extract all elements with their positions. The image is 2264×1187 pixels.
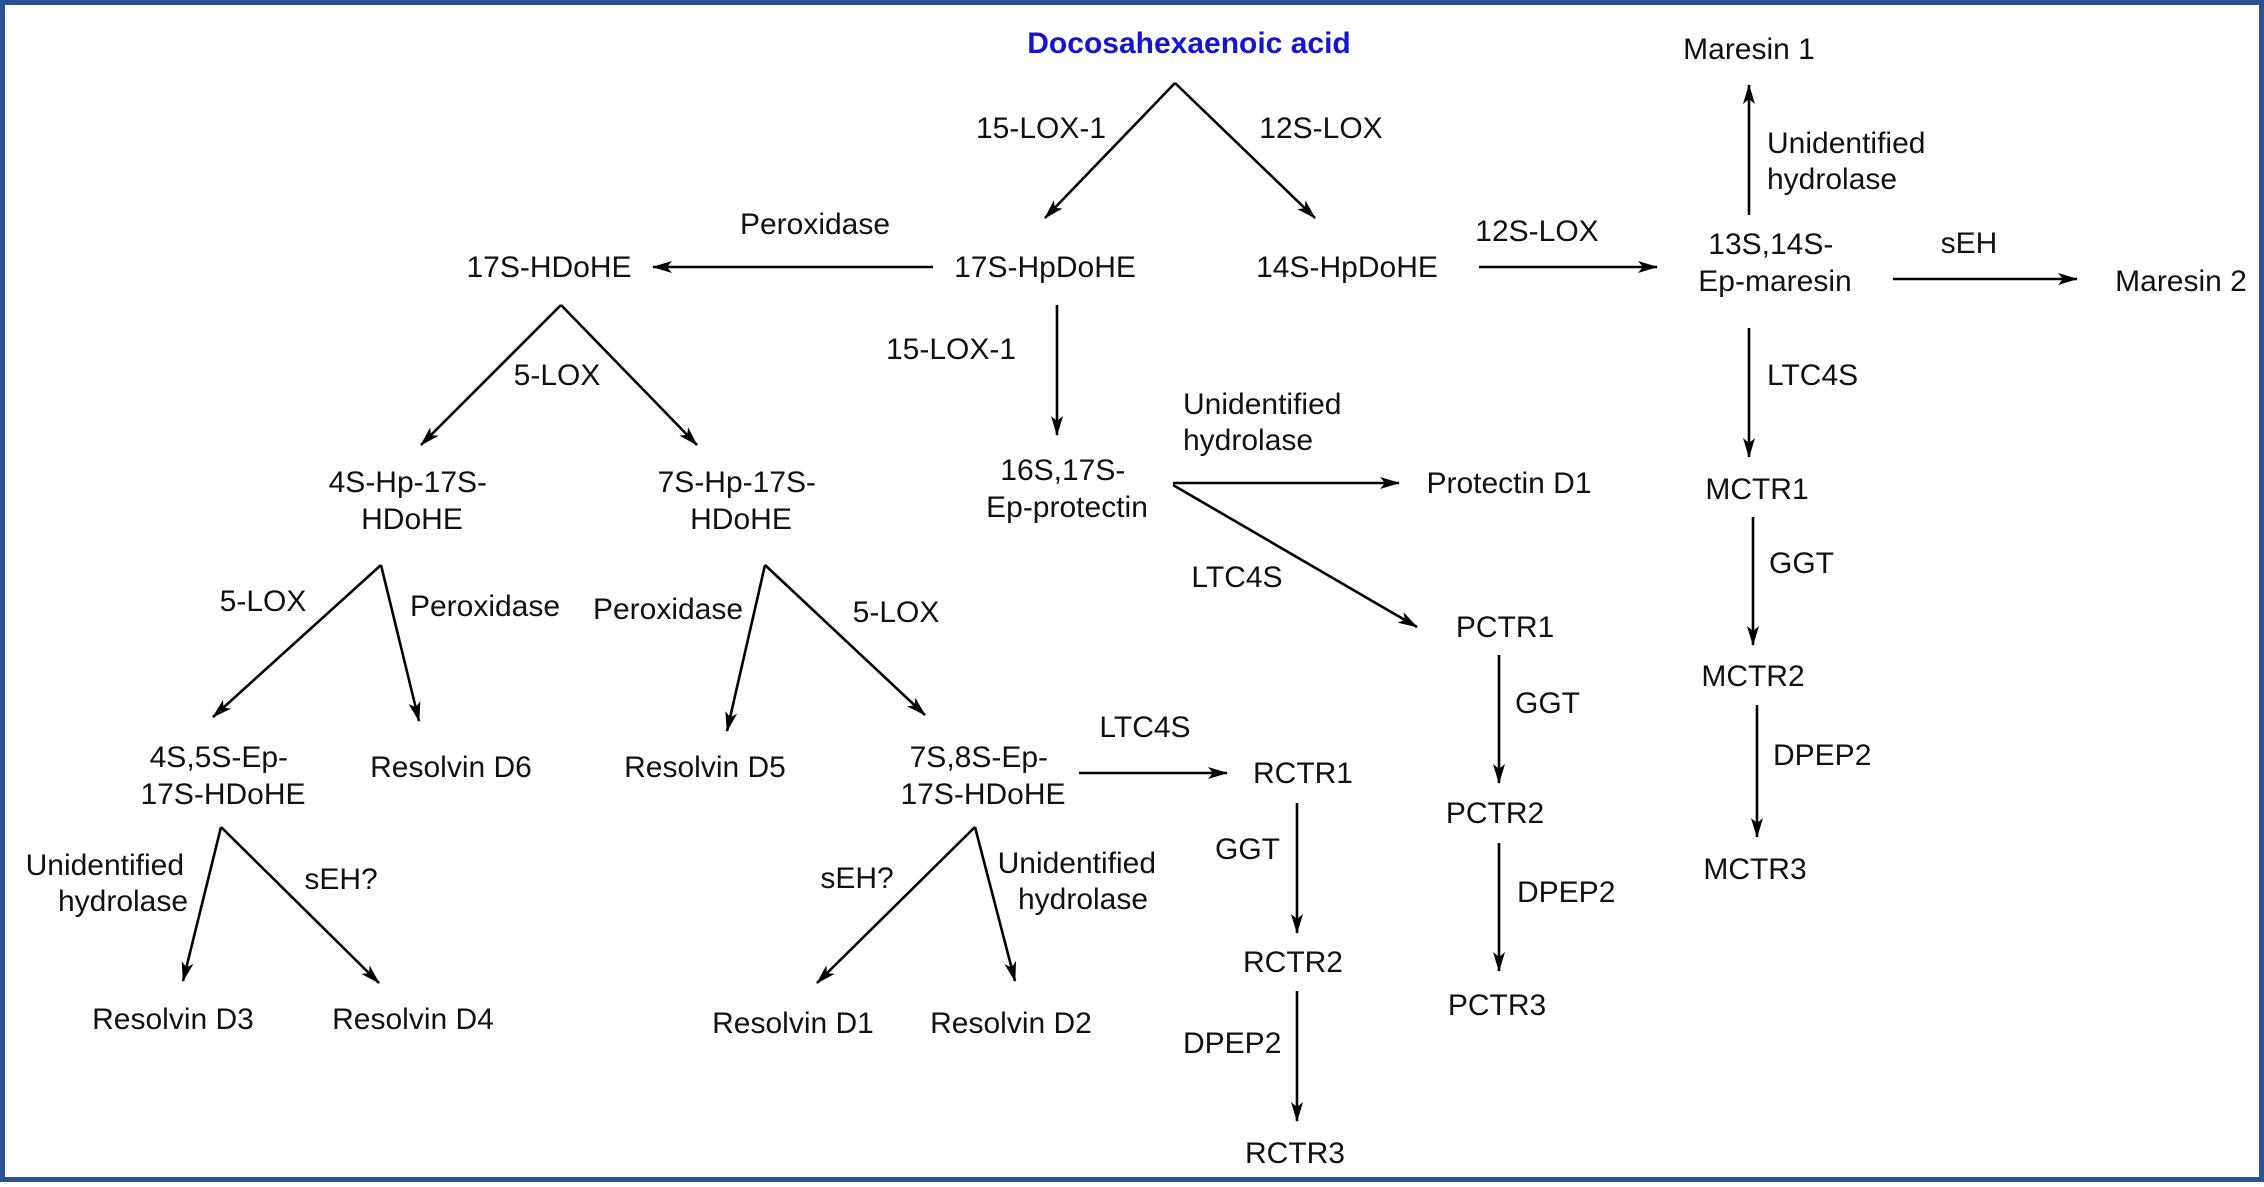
node-pctr2: PCTR2 — [1446, 797, 1544, 830]
node-4s-hp-17s-hdohe: 4S-Hp-17S- HDoHE — [329, 466, 496, 536]
enzyme-label-ggt-pctr: GGT — [1515, 687, 1580, 720]
enzyme-label-unidentified-hydrolase-maresin1: Unidentified hydrolase — [1767, 127, 1934, 196]
node-mctr3: MCTR3 — [1703, 853, 1806, 886]
node-rctr1: RCTR1 — [1253, 757, 1353, 790]
arrow-7s-hp-to-7s8s-ep — [764, 564, 926, 716]
node-rctr2: RCTR2 — [1243, 946, 1343, 979]
arrow-17s-hdohe-to-7s-hp — [560, 304, 698, 446]
enzyme-label-dpep2-rctr: DPEP2 — [1183, 1027, 1281, 1060]
enzyme-label-12s-lox-b: 12S-LOX — [1475, 215, 1598, 248]
arrows — [181, 82, 2078, 1122]
enzyme-label-peroxidase-a: Peroxidase — [740, 208, 890, 241]
enzyme-label-ltc4s-rctr: LTC4S — [1099, 711, 1190, 744]
arrow-4s5s-ep-to-resolvin-d3 — [181, 826, 223, 982]
node-mctr1: MCTR1 — [1705, 473, 1808, 506]
enzyme-label-unidentified-hydrolase-d3: Unidentified hydrolase — [26, 849, 193, 918]
enzyme-label-peroxidase-b: Peroxidase — [410, 590, 560, 623]
node-ep-maresin: 13S,14S- Ep-maresin — [1698, 228, 1851, 298]
dha-metabolism-pathway-diagram: Docosahexaenoic acid 17S-HpDoHE 14S-HpDo… — [26, 27, 2247, 1170]
arrow-ep-protectin-to-pctr1 — [1172, 483, 1418, 629]
enzyme-label-unidentified-hydrolase-d2: Unidentified hydrolase — [998, 847, 1165, 916]
enzyme-label-peroxidase-c: Peroxidase — [593, 593, 743, 626]
node-docosahexaenoic-acid: Docosahexaenoic acid — [1027, 27, 1350, 60]
arrow-7s8s-ep-to-resolvin-d2 — [973, 826, 1017, 982]
node-pctr1: PCTR1 — [1456, 611, 1554, 644]
enzyme-label-ggt-mctr: GGT — [1769, 547, 1834, 580]
arrow-4s5s-ep-to-resolvin-d4 — [220, 826, 380, 984]
node-protectin-d1: Protectin D1 — [1426, 467, 1591, 500]
node-17s-hdohe: 17S-HDoHE — [466, 251, 631, 284]
node-resolvin-d4: Resolvin D4 — [332, 1003, 494, 1036]
enzyme-label-ggt-rctr: GGT — [1215, 833, 1280, 866]
enzyme-label-dpep2-mctr: DPEP2 — [1773, 739, 1871, 772]
enzyme-label-12s-lox-a: 12S-LOX — [1259, 112, 1382, 145]
arrow-4s-hp-to-resolvin-d6 — [379, 564, 421, 722]
arrow-7s-hp-to-resolvin-d5 — [725, 564, 767, 732]
enzyme-label-15-lox-1-b: 15-LOX-1 — [886, 333, 1016, 366]
arrow-dha-to-17s-hpdohe — [1044, 82, 1176, 219]
enzyme-label-seh: sEH — [1941, 227, 1998, 260]
node-4s5s-ep-17s-hdohe: 4S,5S-Ep- 17S-HDoHE — [140, 741, 305, 811]
enzyme-label-5-lox-a: 5-LOX — [514, 359, 601, 392]
arrow-17s-hdohe-to-4s-hp — [420, 304, 562, 446]
node-resolvin-d2: Resolvin D2 — [930, 1007, 1092, 1040]
compound-nodes: Docosahexaenoic acid 17S-HpDoHE 14S-HpDo… — [92, 27, 2247, 1170]
enzyme-label-seh-d4: sEH? — [304, 863, 377, 896]
arrow-dha-to-14s-hpdohe — [1174, 82, 1316, 219]
enzyme-label-dpep2-pctr: DPEP2 — [1517, 876, 1615, 909]
node-mctr2: MCTR2 — [1701, 660, 1804, 693]
node-14s-hpdohe: 14S-HpDoHE — [1256, 251, 1438, 284]
enzyme-labels: 15-LOX-1 12S-LOX Peroxidase 12S-LOX sEH … — [26, 112, 1998, 1060]
node-17s-hpdohe: 17S-HpDoHE — [954, 251, 1136, 284]
node-resolvin-d5: Resolvin D5 — [624, 751, 786, 784]
enzyme-label-5-lox-c: 5-LOX — [853, 596, 940, 629]
node-7s-hp-17s-hdohe: 7S-Hp-17S- HDoHE — [658, 466, 825, 536]
arrow-4s-hp-to-4s5s-ep — [212, 564, 382, 718]
node-resolvin-d1: Resolvin D1 — [712, 1007, 874, 1040]
enzyme-label-5-lox-b: 5-LOX — [220, 585, 307, 618]
enzyme-label-15-lox-1-a: 15-LOX-1 — [976, 112, 1106, 145]
enzyme-label-seh-d1: sEH? — [820, 862, 893, 895]
enzyme-label-unidentified-hydrolase-protectin: Unidentified hydrolase — [1183, 388, 1350, 457]
node-rctr3: RCTR3 — [1245, 1137, 1345, 1170]
node-maresin-1: Maresin 1 — [1683, 33, 1815, 66]
enzyme-label-ltc4s-pctr: LTC4S — [1191, 561, 1282, 594]
node-resolvin-d3: Resolvin D3 — [92, 1003, 254, 1036]
node-resolvin-d6: Resolvin D6 — [370, 751, 532, 784]
arrow-7s8s-ep-to-resolvin-d1 — [816, 826, 976, 984]
node-ep-protectin: 16S,17S- Ep-protectin — [986, 454, 1148, 524]
enzyme-label-ltc4s-mctr: LTC4S — [1767, 359, 1858, 392]
node-pctr3: PCTR3 — [1448, 989, 1546, 1022]
node-7s8s-ep-17s-hdohe: 7S,8S-Ep- 17S-HDoHE — [900, 741, 1065, 811]
node-maresin-2: Maresin 2 — [2115, 265, 2247, 298]
